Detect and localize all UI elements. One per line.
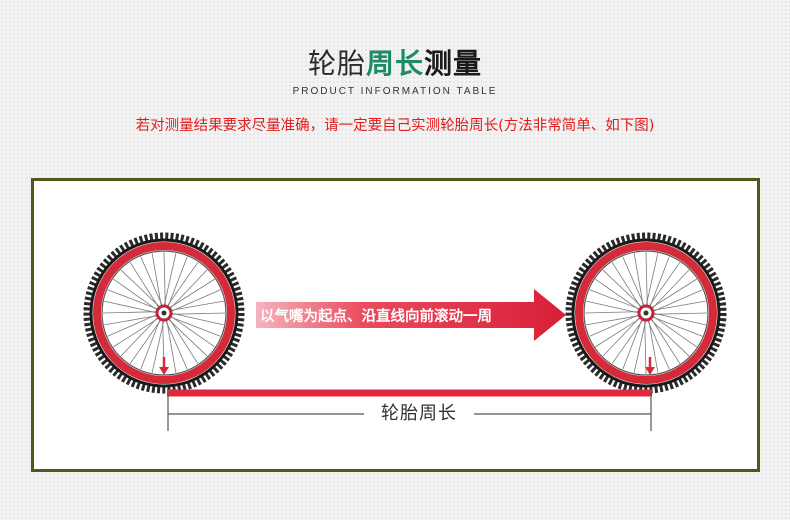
spoke [107, 314, 158, 337]
spoke [168, 317, 199, 364]
right-valve-arrow-icon [645, 357, 655, 375]
spoke [633, 319, 647, 373]
spoke [645, 253, 659, 307]
page-subtitle: PRODUCT INFORMATION TABLE [292, 86, 498, 97]
spoke [652, 312, 708, 315]
left-tire-sidewall [93, 242, 235, 384]
spoke [584, 311, 640, 314]
spoke [120, 316, 159, 357]
rolling-direction-arrow-icon [256, 289, 566, 341]
spoke [170, 312, 226, 315]
spoke [648, 319, 659, 373]
spoke [650, 317, 681, 364]
spoke [120, 269, 161, 308]
spoke [652, 315, 697, 348]
right-tire-outline [571, 238, 721, 388]
spoke [602, 269, 643, 308]
left-tire-tread [83, 232, 245, 394]
spoke [650, 278, 697, 309]
spoke [151, 319, 165, 373]
spoke [167, 318, 208, 357]
spoke [129, 262, 160, 309]
spoke [645, 251, 648, 307]
spoke [652, 289, 703, 312]
left-tire-outline [89, 238, 239, 388]
rolling-instruction-text: 以气嘴为起点、沿直线向前滚动一周 [260, 309, 492, 325]
spoke [602, 316, 641, 357]
spoke [166, 262, 199, 307]
spoke [165, 319, 188, 370]
spoke [104, 300, 158, 314]
spoke [163, 251, 166, 307]
spoke [652, 300, 706, 311]
spoke [595, 278, 640, 311]
title-part-circumference: 周长 [365, 47, 424, 80]
spoke [107, 289, 159, 310]
right-tire-sidewall [575, 242, 717, 384]
spoke [589, 314, 640, 337]
spoke [622, 318, 643, 370]
spoke [102, 311, 158, 314]
spoke [622, 256, 645, 307]
spoke [586, 300, 640, 314]
spoke [129, 319, 162, 364]
spoke [651, 269, 690, 310]
left-hub-center [161, 310, 167, 316]
spoke [651, 316, 703, 337]
title-part-measure: 测量 [424, 47, 483, 80]
spoke [595, 317, 642, 348]
spoke [649, 256, 670, 308]
spoke [170, 315, 215, 348]
spoke [589, 289, 641, 310]
page-title: 轮胎周长测量 [0, 46, 790, 82]
spoke [648, 262, 681, 307]
spoke [169, 269, 208, 310]
right-hub-center [643, 310, 649, 316]
spoke [163, 253, 177, 307]
spoke [633, 253, 644, 307]
spoke [647, 319, 670, 370]
spoke [170, 312, 224, 326]
spoke [140, 256, 163, 307]
spoke [652, 312, 706, 326]
left-wheel [83, 232, 245, 394]
spoke [104, 315, 158, 326]
spoke [611, 319, 644, 364]
right-wheel [565, 232, 727, 394]
spoke [611, 262, 642, 309]
spoke [168, 278, 215, 309]
left-spokes [102, 251, 226, 375]
spoke [586, 315, 640, 326]
spoke [140, 318, 161, 370]
spoke [170, 300, 224, 311]
circumference-label: 轮胎周长 [364, 401, 474, 427]
spoke [113, 317, 160, 348]
diagram-illustration [83, 232, 727, 431]
diagram-panel: 以气嘴为起点、沿直线向前滚动一周 轮胎周长 [31, 178, 760, 472]
spoke [113, 278, 158, 311]
measurement-note: 若对测量结果要求尽量准确，请一定要自己实测轮胎周长(方法非常简单、如下图) [135, 118, 655, 134]
spoke [170, 289, 221, 312]
right-spokes [584, 251, 708, 375]
spoke [644, 319, 647, 375]
spoke [151, 253, 162, 307]
spoke [649, 318, 690, 357]
spoke [166, 319, 177, 373]
left-valve-arrow-icon [159, 357, 169, 375]
spoke [169, 316, 221, 337]
spoke [167, 256, 188, 308]
title-part-tire: 轮胎 [307, 47, 366, 80]
